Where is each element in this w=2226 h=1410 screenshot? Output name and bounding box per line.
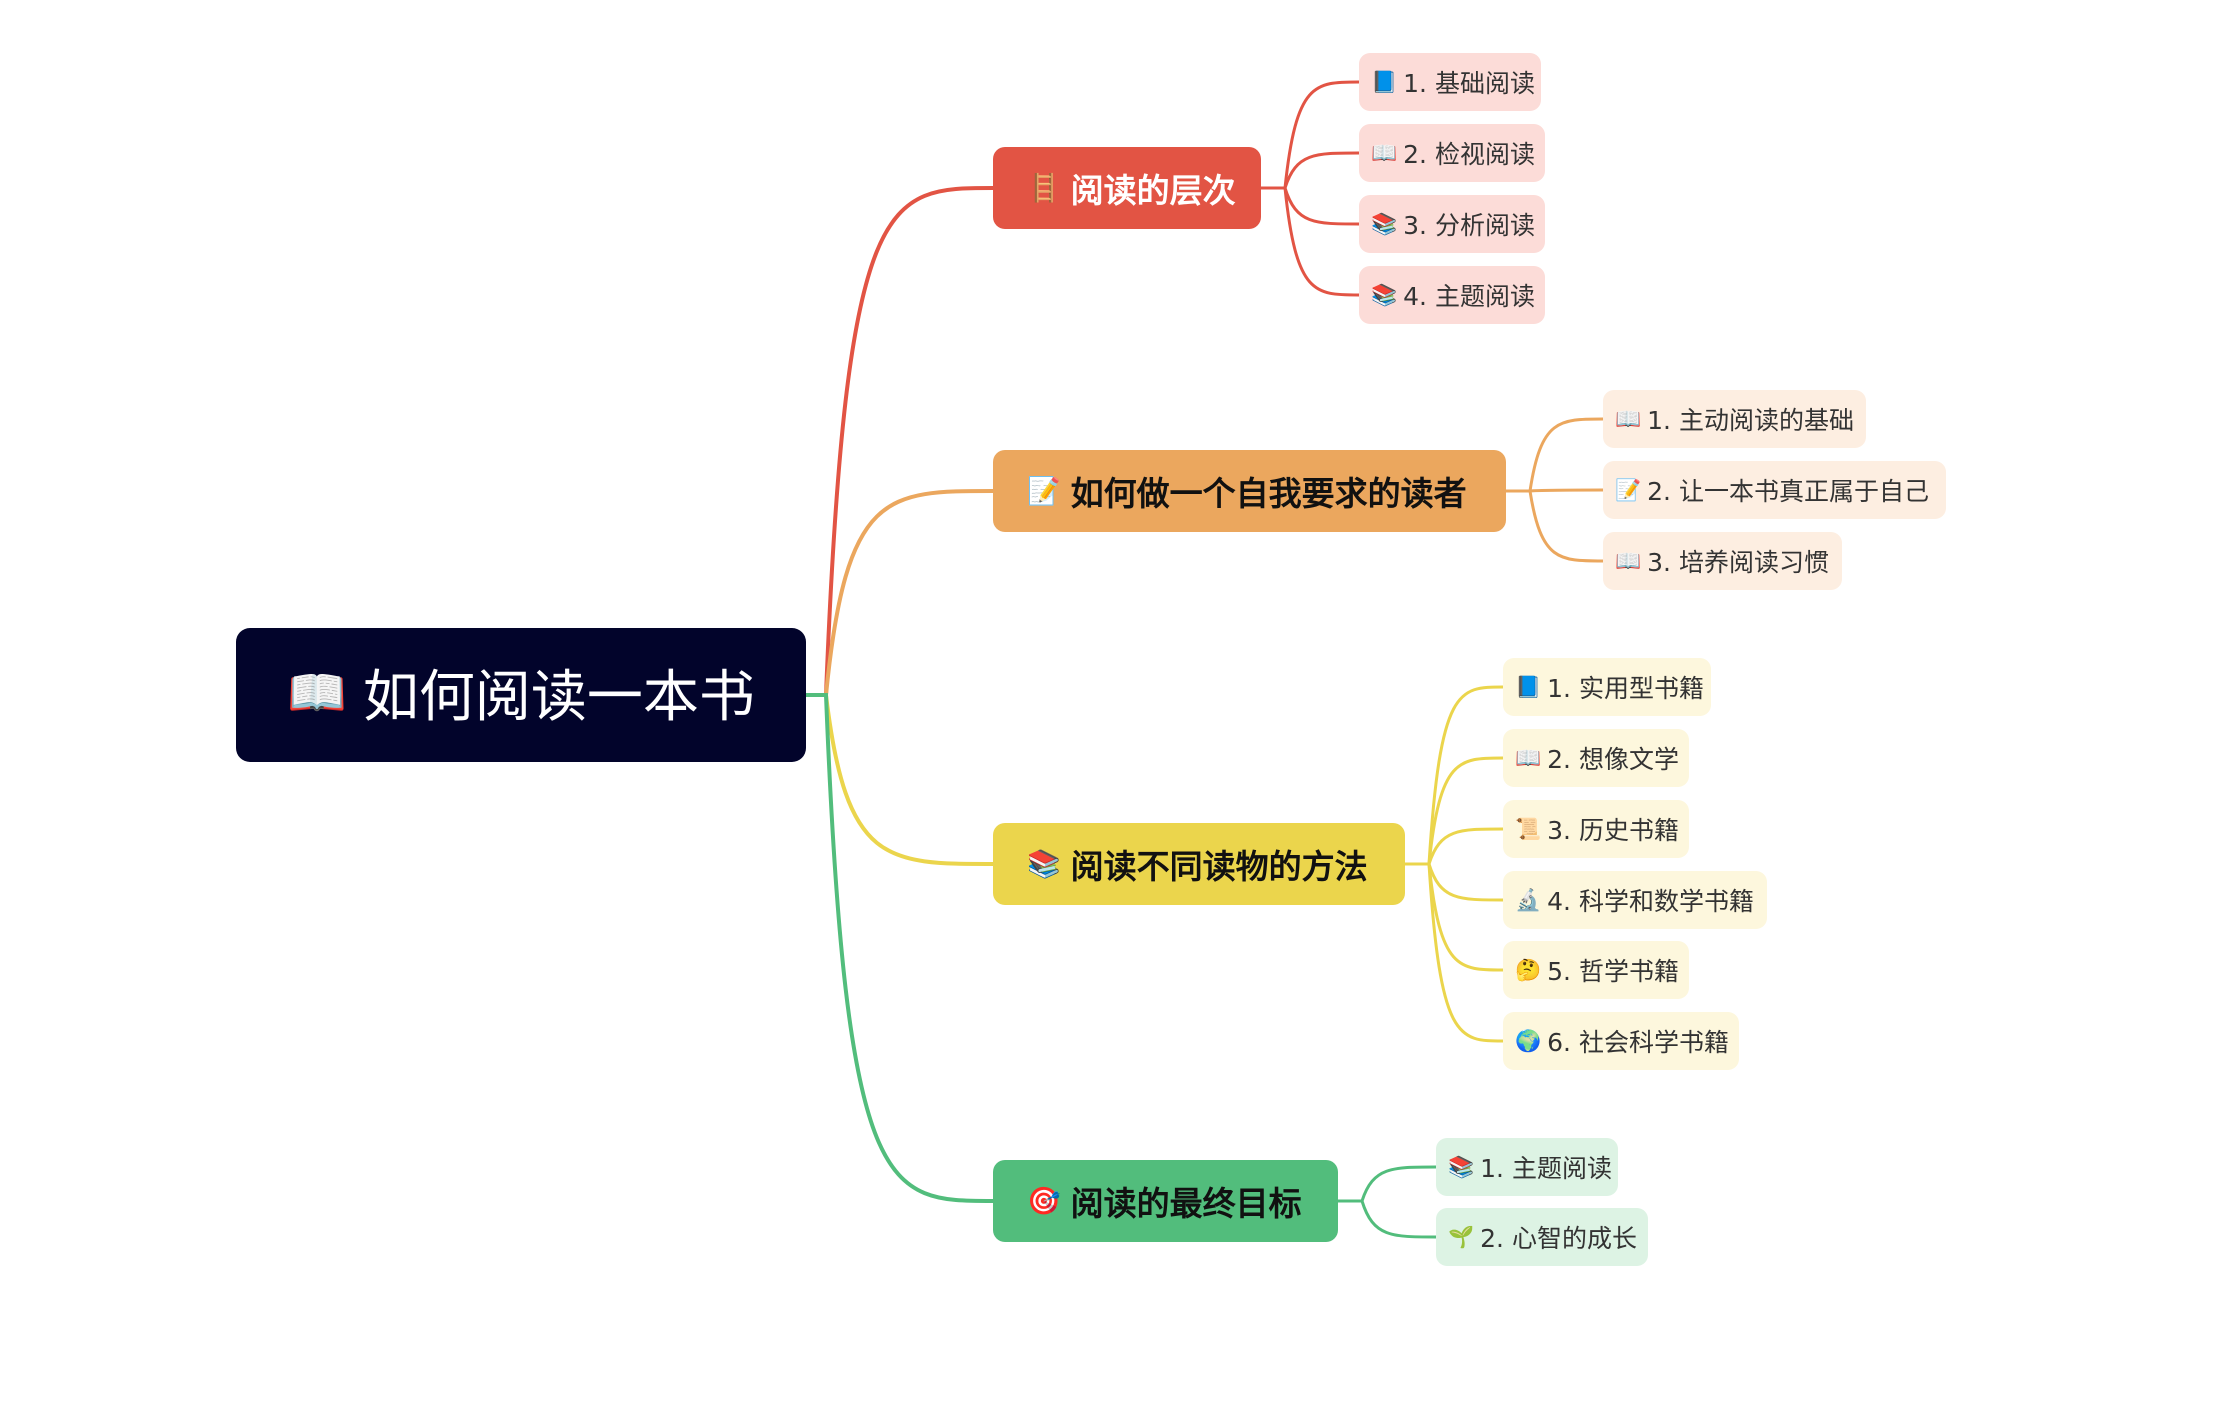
leaf-label: 2. 检视阅读 (1403, 140, 1535, 169)
target-icon: 🎯 (1027, 1186, 1061, 1217)
leaf-label: 3. 历史书籍 (1547, 816, 1679, 845)
connector-line (1403, 827, 1505, 866)
branch-label: 阅读的层次 (1070, 171, 1236, 210)
branch-node-reading-levels[interactable]: 🪜 阅读的层次 (993, 147, 1261, 229)
root-node[interactable]: 📖 如何阅读一本书 (236, 628, 806, 762)
leaf-label: 1. 实用型书籍 (1547, 674, 1704, 703)
branch-node-reading-methods[interactable]: 📚 阅读不同读物的方法 (993, 823, 1405, 905)
connector-line (804, 693, 995, 866)
microscope-icon: 🔬 (1515, 887, 1542, 912)
leaf-label: 6. 社会科学书籍 (1547, 1028, 1729, 1057)
ladder-icon: 🪜 (1027, 173, 1061, 204)
leaf-label: 2. 让一本书真正属于自己 (1647, 477, 1929, 506)
leaf-node[interactable]: 📘 1. 实用型书籍 (1503, 658, 1711, 716)
leaf-label: 2. 想像文学 (1547, 745, 1679, 774)
leaf-label: 4. 科学和数学书籍 (1547, 887, 1754, 916)
branch-label: 如何做一个自我要求的读者 (1070, 474, 1467, 513)
connector-line (1259, 186, 1361, 297)
books-icon: 📚 (1371, 211, 1398, 236)
seedling-icon: 🌱 (1448, 1224, 1475, 1249)
leaf-label: 1. 主题阅读 (1480, 1154, 1612, 1183)
memo-icon: 📝 (1027, 476, 1061, 507)
globe-icon: 🌍 (1515, 1028, 1542, 1053)
leaf-label: 3. 分析阅读 (1403, 211, 1535, 240)
leaf-label: 1. 主动阅读的基础 (1647, 406, 1854, 435)
leaf-label: 1. 基础阅读 (1403, 69, 1535, 98)
leaf-node[interactable]: 🌱 2. 心智的成长 (1436, 1208, 1648, 1266)
leaf-node[interactable]: 🔬 4. 科学和数学书籍 (1503, 871, 1767, 929)
leaf-node[interactable]: 📚 3. 分析阅读 (1359, 195, 1545, 253)
leaf-node[interactable]: 📚 1. 主题阅读 (1436, 1138, 1618, 1196)
connector-line (1403, 862, 1505, 972)
open-book-icon: 📖 (1615, 548, 1642, 573)
connector-line (804, 186, 995, 697)
leaf-label: 4. 主题阅读 (1403, 282, 1535, 311)
leaf-label: 5. 哲学书籍 (1547, 957, 1679, 986)
leaf-node[interactable]: 📝 2. 让一本书真正属于自己 (1603, 461, 1946, 519)
branch-node-final-goal[interactable]: 🎯 阅读的最终目标 (993, 1160, 1338, 1242)
leaf-node[interactable]: 📖 2. 检视阅读 (1359, 124, 1545, 182)
books-icon: 📚 (1371, 282, 1398, 307)
leaf-label: 2. 心智的成长 (1480, 1224, 1637, 1253)
connector-line (1403, 862, 1505, 902)
blue-book-icon: 📘 (1515, 674, 1542, 699)
open-book-icon: 📖 (287, 664, 347, 721)
books-icon: 📚 (1027, 849, 1061, 880)
leaf-node[interactable]: 📖 2. 想像文学 (1503, 729, 1689, 787)
leaf-node[interactable]: 📜 3. 历史书籍 (1503, 800, 1689, 858)
branch-label: 阅读的最终目标 (1070, 1184, 1302, 1223)
connector-line (804, 489, 995, 697)
connector-line (1336, 1199, 1438, 1239)
connector-line (1259, 186, 1361, 226)
memo-icon: 📝 (1615, 477, 1642, 502)
connector-line (1259, 80, 1361, 190)
connector-line (1504, 489, 1605, 563)
leaf-node[interactable]: 📖 1. 主动阅读的基础 (1603, 390, 1866, 448)
connector-line (1336, 1165, 1438, 1203)
leaf-node[interactable]: 📚 4. 主题阅读 (1359, 266, 1545, 324)
open-book-icon: 📖 (1515, 745, 1542, 770)
leaf-node[interactable]: 🤔 5. 哲学书籍 (1503, 941, 1689, 999)
scroll-icon: 📜 (1515, 816, 1542, 841)
branch-label: 阅读不同读物的方法 (1070, 847, 1368, 886)
connector-line (1504, 417, 1605, 493)
connector-line (804, 693, 995, 1203)
blue-book-icon: 📘 (1371, 69, 1398, 94)
connector-line (1403, 685, 1505, 866)
leaf-node[interactable]: 📘 1. 基础阅读 (1359, 53, 1541, 111)
connector-line (1259, 151, 1361, 190)
root-label: 如何阅读一本书 (362, 664, 755, 730)
leaf-node[interactable]: 🌍 6. 社会科学书籍 (1503, 1012, 1739, 1070)
leaf-node[interactable]: 📖 3. 培养阅读习惯 (1603, 532, 1842, 590)
books-icon: 📚 (1448, 1154, 1475, 1179)
connector-line (1403, 862, 1505, 1043)
open-book-icon: 📖 (1615, 406, 1642, 431)
branch-node-demanding-reader[interactable]: 📝 如何做一个自我要求的读者 (993, 450, 1506, 532)
leaf-label: 3. 培养阅读习惯 (1647, 548, 1829, 577)
thinking-face-icon: 🤔 (1515, 957, 1542, 982)
open-book-icon: 📖 (1371, 140, 1398, 165)
connector-line (1403, 756, 1505, 866)
